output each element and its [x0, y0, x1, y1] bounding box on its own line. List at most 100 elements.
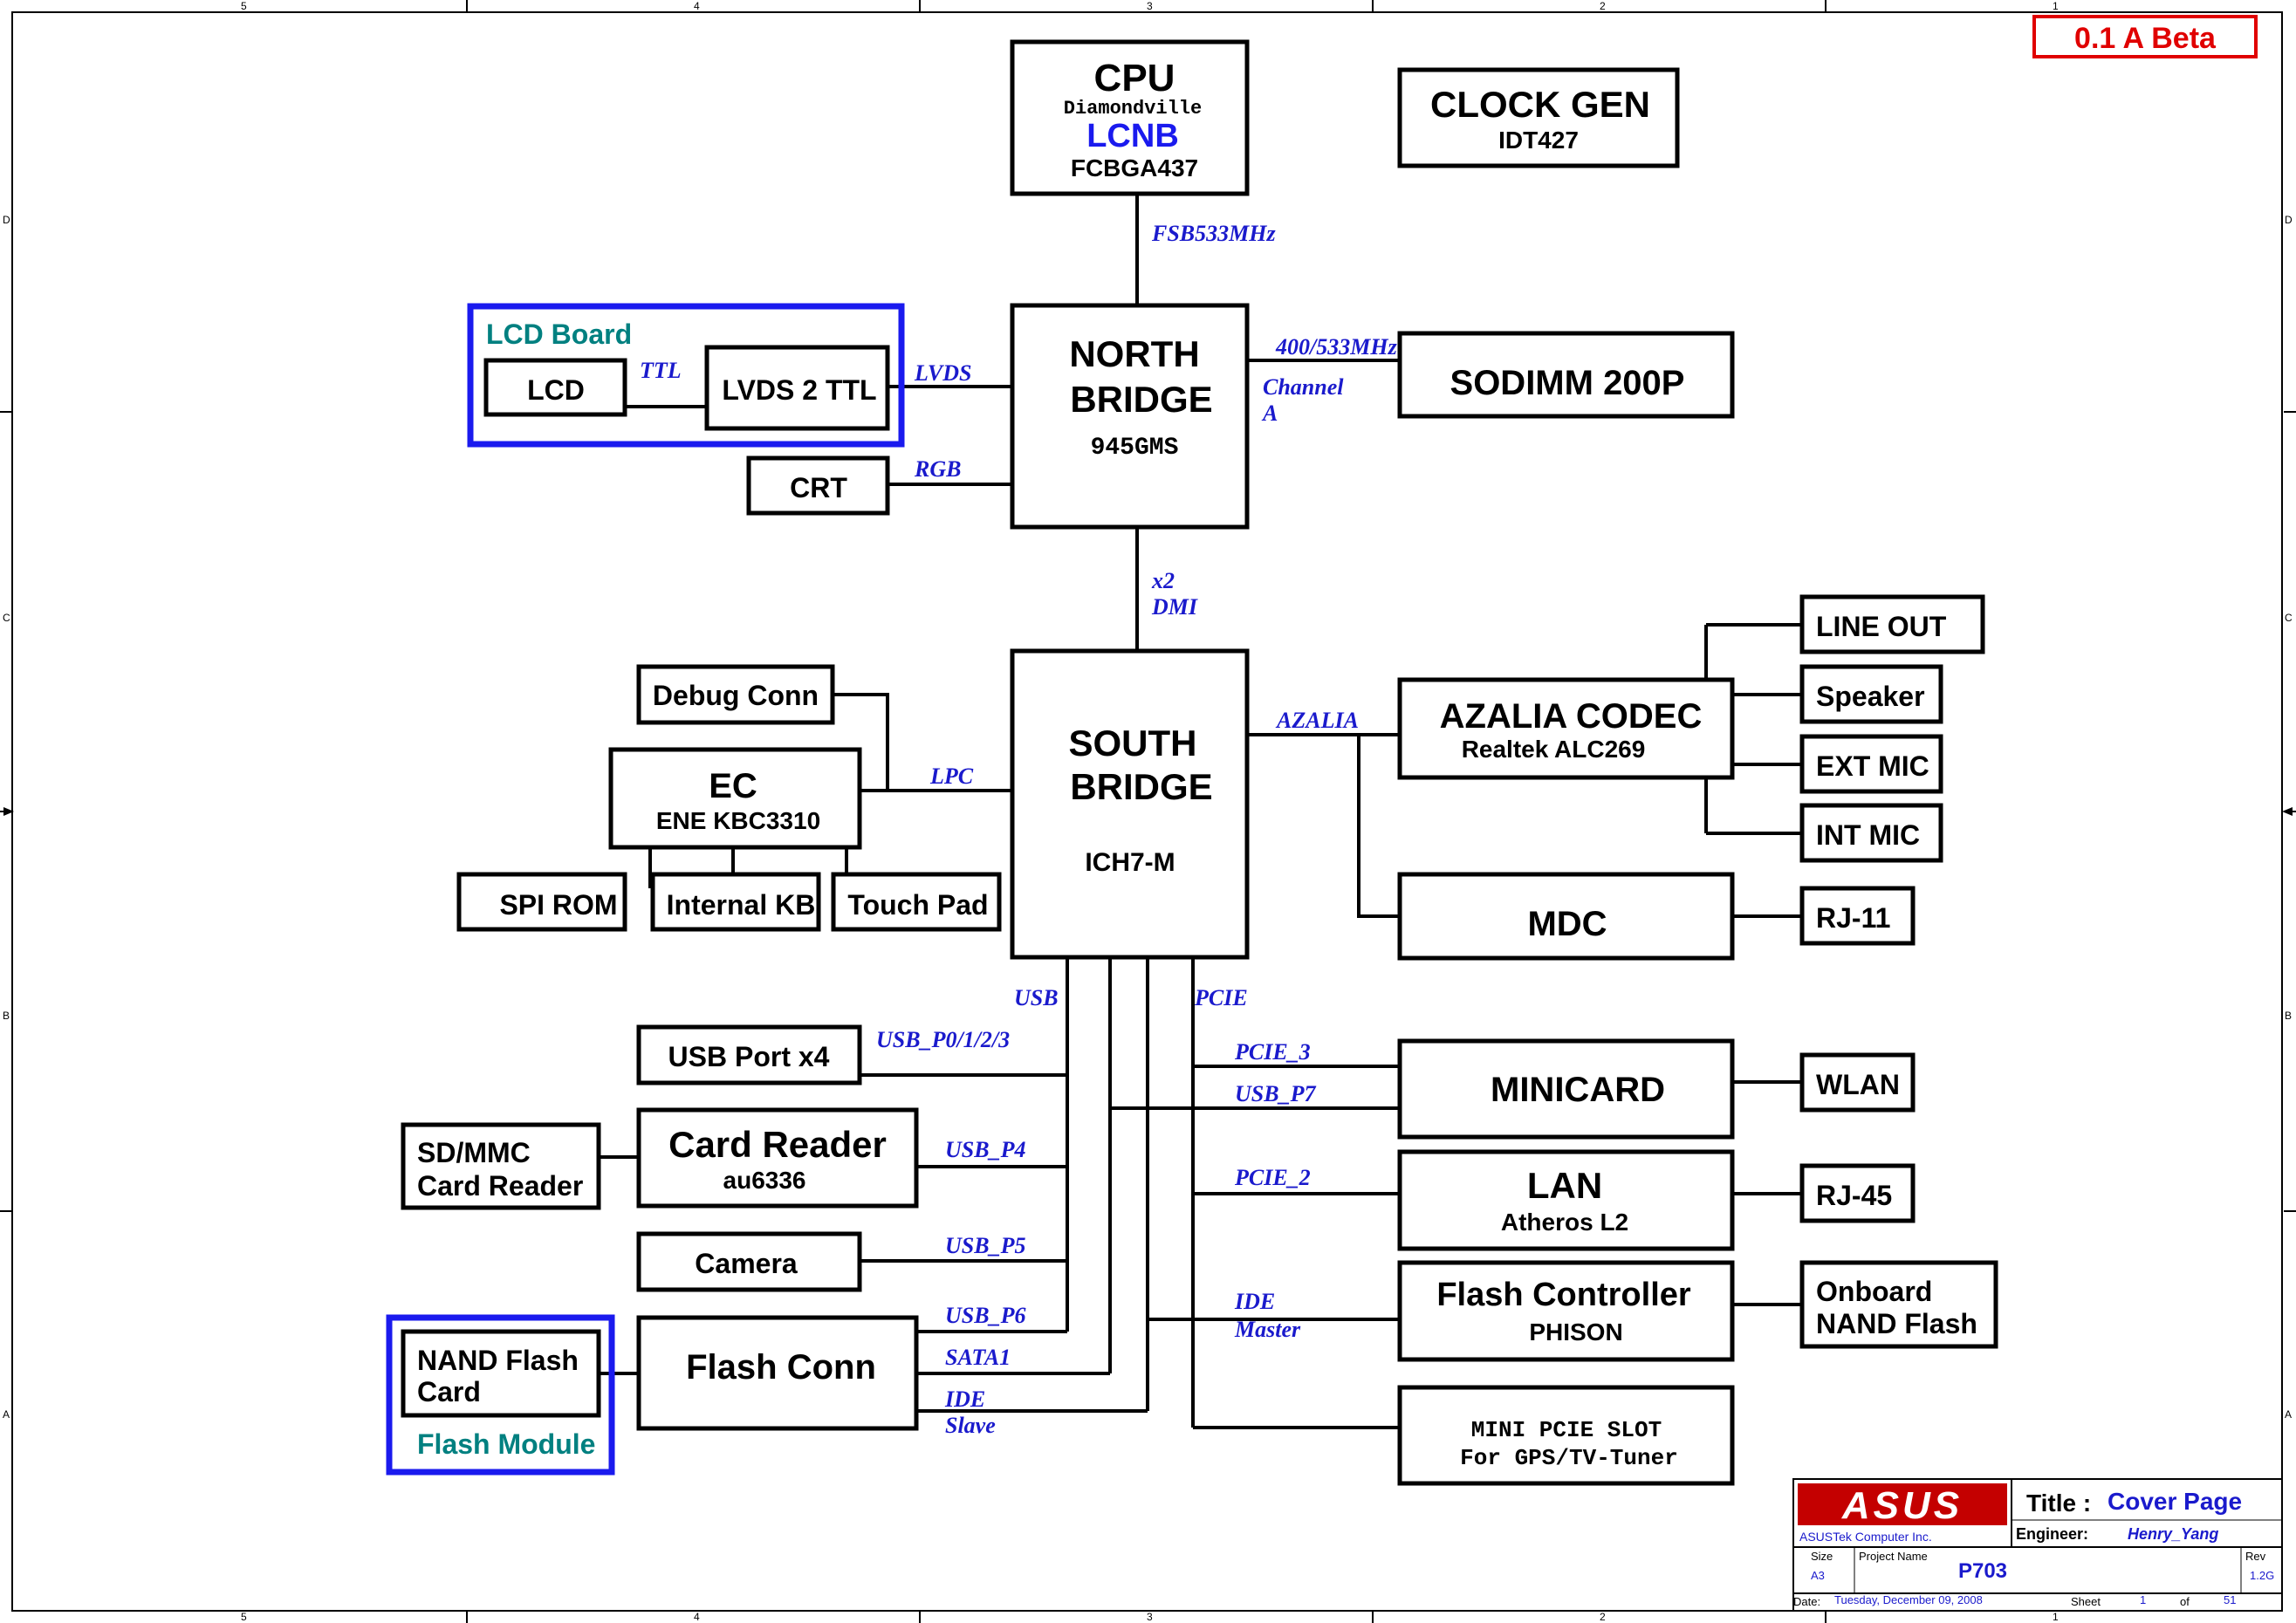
ec-title: EC [709, 767, 757, 805]
ext-mic-title: EXT MIC [1816, 750, 1929, 782]
usb-p4-label: USB_P4 [945, 1137, 1025, 1162]
rev-value: 1.2G [2250, 1569, 2274, 1582]
sd-mmc-line1: SD/MMC [417, 1137, 531, 1168]
azalia-codec-title: AZALIA CODEC [1440, 697, 1703, 736]
usb-p7-label: USB_P7 [1235, 1081, 1316, 1106]
zone-top-4: 4 [694, 0, 700, 12]
fsb-label: FSB533MHz [1151, 221, 1276, 246]
lvds2ttl-title: LVDS 2 TTL [722, 374, 876, 406]
clock-gen-title: CLOCK GEN [1430, 84, 1650, 125]
internal-kb-block: Internal KB [650, 872, 821, 932]
lvds-label: LVDS [914, 360, 972, 386]
ide-slave-label: IDE [944, 1387, 985, 1412]
mdc-block: MDC [1397, 872, 1735, 961]
title-value: Cover Page [2108, 1488, 2242, 1515]
master-label: Master [1234, 1317, 1301, 1342]
wlan-title: WLAN [1816, 1069, 1900, 1100]
project-value: P703 [1958, 1559, 2007, 1583]
zone-bottom-5: 5 [241, 1611, 247, 1623]
zone-top-3: 3 [1147, 0, 1153, 12]
cpu-lcnb: LCNB [1086, 118, 1179, 154]
channel-label: Channel [1263, 374, 1344, 400]
south-bridge-title2: BRIDGE [1070, 766, 1212, 807]
ec-block: EC ENE KBC3310 [608, 747, 862, 850]
center-arrow-right [2282, 807, 2293, 816]
north-bridge-block: NORTH BRIDGE 945GMS [1010, 303, 1250, 530]
nand-flash-card-line2: Card [417, 1376, 481, 1407]
rgb-label: RGB [914, 456, 961, 482]
usb-port-block: USB Port x4 [636, 1024, 862, 1085]
azalia-codec-part: Realtek ALC269 [1462, 736, 1646, 763]
zone-top-1: 1 [2053, 0, 2059, 12]
speaker-title: Speaker [1816, 681, 1925, 712]
crt-block: CRT [746, 455, 890, 516]
sheet-label: Sheet [2071, 1595, 2101, 1608]
sata1-label: SATA1 [945, 1345, 1011, 1370]
ec-part: ENE KBC3310 [656, 807, 820, 834]
int-mic-title: INT MIC [1816, 819, 1920, 851]
sodimm-block: SODIMM 200P [1397, 331, 1735, 419]
total-sheets: 51 [2224, 1593, 2236, 1606]
usb-label: USB [1014, 985, 1059, 1010]
line-out-title: LINE OUT [1816, 611, 1947, 642]
south-bridge-title1: SOUTH [1069, 722, 1197, 764]
zone-left-c: C [3, 612, 10, 624]
clock-gen-block: CLOCK GEN IDT427 [1397, 67, 1680, 168]
flash-controller-part: PHISON [1529, 1318, 1622, 1346]
pcie-label: PCIE [1194, 985, 1248, 1010]
rj45-block: RJ-45 [1799, 1163, 1916, 1223]
usb-port-title: USB Port x4 [668, 1041, 830, 1072]
lvds2ttl-block: LVDS 2 TTL [704, 345, 890, 431]
zone-right-d: D [2285, 214, 2293, 226]
slave-label: Slave [945, 1413, 996, 1438]
zone-bottom-4: 4 [694, 1611, 700, 1623]
mini-pcie-slot-line1: MINI PCIE SLOT [1471, 1417, 1662, 1443]
size-value: A3 [1811, 1569, 1825, 1582]
zone-left-b: B [3, 1010, 10, 1022]
asus-logo-bg [1798, 1483, 2007, 1525]
card-reader-part: au6336 [723, 1167, 806, 1194]
nand-flash-card-block: NAND Flash Card [401, 1329, 601, 1418]
pcie3-label: PCIE_3 [1234, 1039, 1311, 1065]
north-bridge-title2: BRIDGE [1070, 379, 1212, 420]
rev-label: Rev [2245, 1550, 2266, 1563]
int-mic-block: INT MIC [1799, 803, 1943, 863]
clock-gen-part: IDT427 [1498, 127, 1579, 154]
lcd-board-label: LCD Board [486, 318, 632, 350]
x2-label: x2 [1151, 568, 1175, 593]
ttl-label: TTL [640, 358, 682, 383]
flash-controller-title: Flash Controller [1436, 1277, 1691, 1313]
cpu-block: CPU Diamondville LCNB FCBGA437 [1010, 39, 1250, 196]
lan-part: Atheros L2 [1501, 1209, 1628, 1236]
mem-speed-label: 400/533MHz [1275, 334, 1398, 360]
zone-bottom-3: 3 [1147, 1611, 1153, 1623]
center-arrow-left [3, 807, 14, 816]
of-label: of [2180, 1595, 2190, 1608]
internal-kb-title: Internal KB [667, 889, 816, 921]
lcd-board-group [467, 303, 905, 448]
title-label: Title : [2026, 1489, 2091, 1517]
azalia-codec-block: AZALIA CODEC Realtek ALC269 [1397, 677, 1735, 780]
sd-mmc-block: SD/MMC Card Reader [401, 1122, 601, 1210]
lcd-block: LCD [483, 358, 627, 417]
flash-conn-title: Flash Conn [686, 1348, 876, 1387]
wlan-block: WLAN [1799, 1052, 1916, 1113]
lan-block: LAN Atheros L2 [1397, 1149, 1735, 1251]
card-reader-block: Card Reader au6336 [636, 1107, 919, 1209]
north-bridge-part: 945GMS [1091, 435, 1179, 462]
onboard-nand-line2: NAND Flash [1816, 1308, 1977, 1339]
lpc-label: LPC [929, 764, 974, 789]
zone-right-a: A [2285, 1408, 2292, 1421]
touch-pad-block: Touch Pad [831, 872, 1002, 932]
rj45-title: RJ-45 [1816, 1180, 1892, 1211]
spi-rom-title: SPI ROM [499, 889, 617, 921]
zone-bottom-1: 1 [2053, 1611, 2059, 1623]
rj11-title: RJ-11 [1816, 902, 1890, 934]
sodimm-title: SODIMM 200P [1450, 364, 1685, 402]
debug-conn-block: Debug Conn [636, 664, 835, 725]
cpu-package: FCBGA437 [1071, 154, 1198, 181]
asus-logo: ASUS [1841, 1484, 1963, 1527]
pcie2-label: PCIE_2 [1234, 1165, 1311, 1190]
speaker-block: Speaker [1799, 664, 1943, 724]
revision-badge: 0.1 A Beta [2074, 22, 2217, 55]
